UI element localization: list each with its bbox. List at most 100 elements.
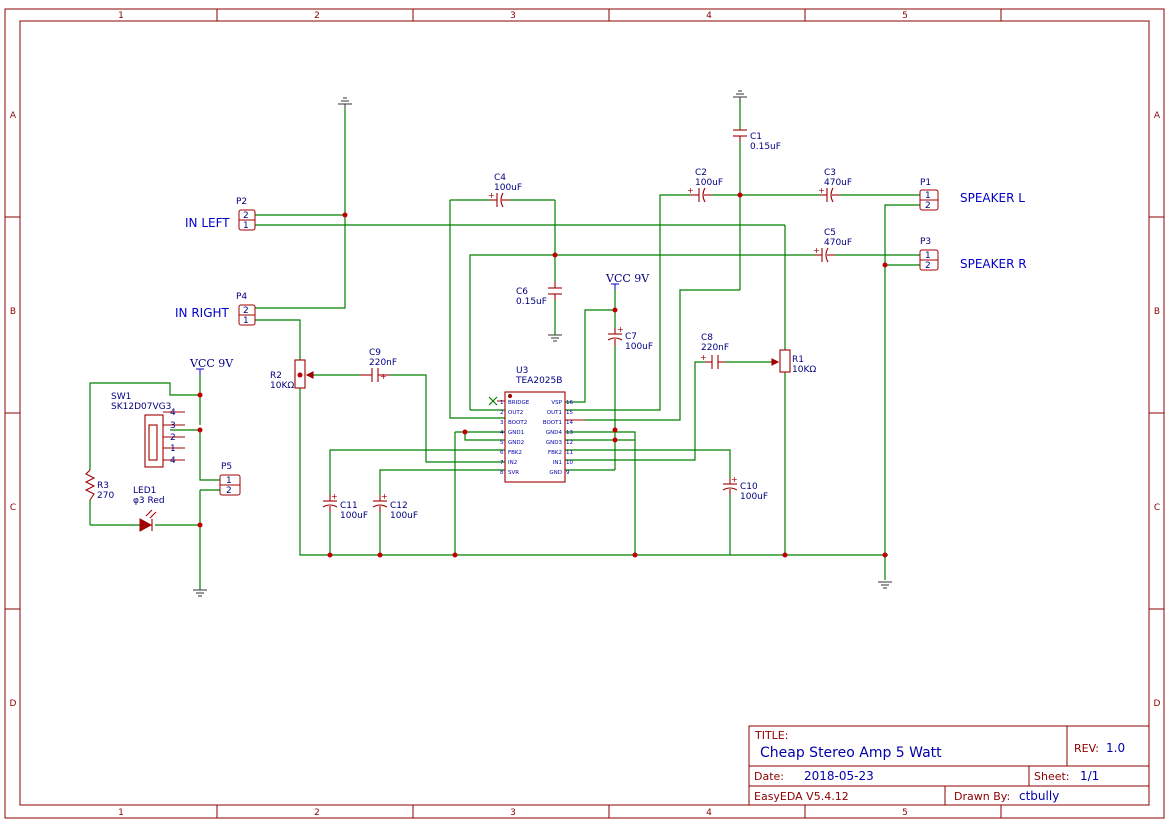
ic-pin-name: FBK2 <box>508 450 522 456</box>
row-label: C <box>1154 503 1160 513</box>
speaker-l-label: SPEAKER L <box>960 191 1025 205</box>
row-label: B <box>1154 307 1160 317</box>
ground-icon <box>878 581 892 589</box>
title-block: TITLE: Cheap Stereo Amp 5 Watt REV: 1.0 … <box>748 725 1150 806</box>
r2-value: 10KΩ <box>270 381 294 391</box>
ic-pin-name: IN1 <box>553 460 562 466</box>
sheet-frame: 1 2 3 4 5 1 2 3 4 5 A B C D A B C D <box>4 8 1165 819</box>
schematic-title: Cheap Stereo Amp 5 Watt <box>760 745 942 761</box>
rev-label: REV: <box>1074 742 1099 755</box>
col-label: 4 <box>706 808 712 818</box>
wires <box>89 100 920 590</box>
ic-pin-number: 11 <box>566 450 573 456</box>
c1-ref: C1 <box>750 132 762 142</box>
switch-pin: 2 <box>170 433 176 443</box>
resistors <box>84 349 791 501</box>
ic-pin-number: 14 <box>566 420 573 426</box>
svg-text:+: + <box>818 186 825 195</box>
col-label: 2 <box>314 11 320 21</box>
connector-ref: P5 <box>221 462 232 472</box>
capacitors <box>322 129 840 512</box>
c6-ref: C6 <box>516 287 528 297</box>
connector-p2 <box>238 209 256 231</box>
vcc-label: VCC 9V <box>189 357 234 370</box>
sw1-ref: SW1 <box>111 392 131 402</box>
ic-pin-name: BOOT1 <box>543 420 562 426</box>
ic-pin-name: IN2 <box>508 460 517 466</box>
led-d1 <box>139 509 157 532</box>
ic-right-pins: 16VSP15OUT114BOOT113GND412GND311FBK210IN… <box>543 400 574 476</box>
potentiometer-r2 <box>294 359 314 389</box>
c12-value: 100uF <box>390 511 418 521</box>
ic-pin-name: BOOT2 <box>508 420 527 426</box>
r3-ref: R3 <box>97 481 109 491</box>
u3-value: TEA2025B <box>515 376 562 386</box>
ic-pin-number: 13 <box>566 430 573 436</box>
svg-text:+: + <box>381 492 388 501</box>
capacitor-c11 <box>322 495 338 512</box>
connectors: P2 2 1 P4 2 1 P1 1 2 P3 1 2 P5 1 2 <box>219 178 939 496</box>
c8-value: 220nF <box>701 343 729 353</box>
c7-value: 100uF <box>625 342 653 352</box>
vcc-label: VCC 9V <box>605 272 650 285</box>
ic-pin-name: GND2 <box>508 440 524 446</box>
c4-ref: C4 <box>494 173 506 183</box>
ic-pin-number: 5 <box>500 440 504 446</box>
capacitor-c12 <box>372 495 388 512</box>
u3-ref: U3 <box>516 366 528 376</box>
pin-number: 2 <box>925 201 931 211</box>
connector-ref: P4 <box>236 292 247 302</box>
ground-symbols <box>193 90 892 597</box>
tool-version: EasyEDA V5.4.12 <box>754 790 849 803</box>
sheet-value: 1/1 <box>1080 769 1099 783</box>
ground-icon <box>193 589 207 597</box>
connector-p5 <box>219 474 241 496</box>
capacitor-c4 <box>490 192 510 208</box>
title-label: TITLE: <box>754 729 788 742</box>
ic-pin-number: 7 <box>500 460 504 466</box>
switch-pin: 4 <box>170 456 176 466</box>
col-label: 2 <box>314 808 320 818</box>
capacitor-c5 <box>815 247 835 263</box>
r1-value: 10KΩ <box>792 365 816 375</box>
ic-pin-name: OUT1 <box>547 410 562 416</box>
c7-ref: C7 <box>625 332 637 342</box>
col-label: 3 <box>510 808 516 818</box>
pin-number: 2 <box>226 486 232 496</box>
ic-pin-number: 6 <box>500 450 504 456</box>
ic-pin-name: GND <box>549 470 562 476</box>
ic-pin-number: 2 <box>500 410 504 416</box>
ground-icon <box>733 90 747 102</box>
ic-pin-number: 9 <box>566 470 570 476</box>
drawn-by-label: Drawn By: <box>954 790 1010 803</box>
led1-ref: LED1 <box>133 486 156 496</box>
ic-pin-number: 4 <box>500 430 504 436</box>
sheet-label: Sheet: <box>1034 770 1070 783</box>
col-label: 1 <box>118 11 124 21</box>
r3-value: 270 <box>97 491 114 501</box>
c1-value: 0.15uF <box>750 142 781 152</box>
ic-pin-number: 15 <box>566 410 573 416</box>
sw1-value: SK12D07VG3 <box>111 402 171 412</box>
c4-value: 100uF <box>494 183 522 193</box>
row-label: D <box>1154 699 1161 709</box>
rev-value: 1.0 <box>1106 741 1125 755</box>
c2-value: 100uF <box>695 178 723 188</box>
row-label: B <box>10 307 16 317</box>
in-left-label: IN LEFT <box>185 216 230 230</box>
svg-text:+: + <box>687 186 694 195</box>
svg-text:+: + <box>731 475 738 484</box>
c5-ref: C5 <box>824 228 836 238</box>
col-label: 5 <box>902 808 908 818</box>
pin-number: 2 <box>243 211 249 221</box>
switch-pin: 1 <box>170 444 176 454</box>
ic-u3 <box>488 391 585 483</box>
capacitor-c7 <box>607 328 623 346</box>
col-label: 5 <box>902 11 908 21</box>
c3-value: 470uF <box>824 178 852 188</box>
c5-value: 470uF <box>824 238 852 248</box>
col-label: 4 <box>706 11 712 21</box>
drawn-by-value: ctbully <box>1019 789 1059 803</box>
